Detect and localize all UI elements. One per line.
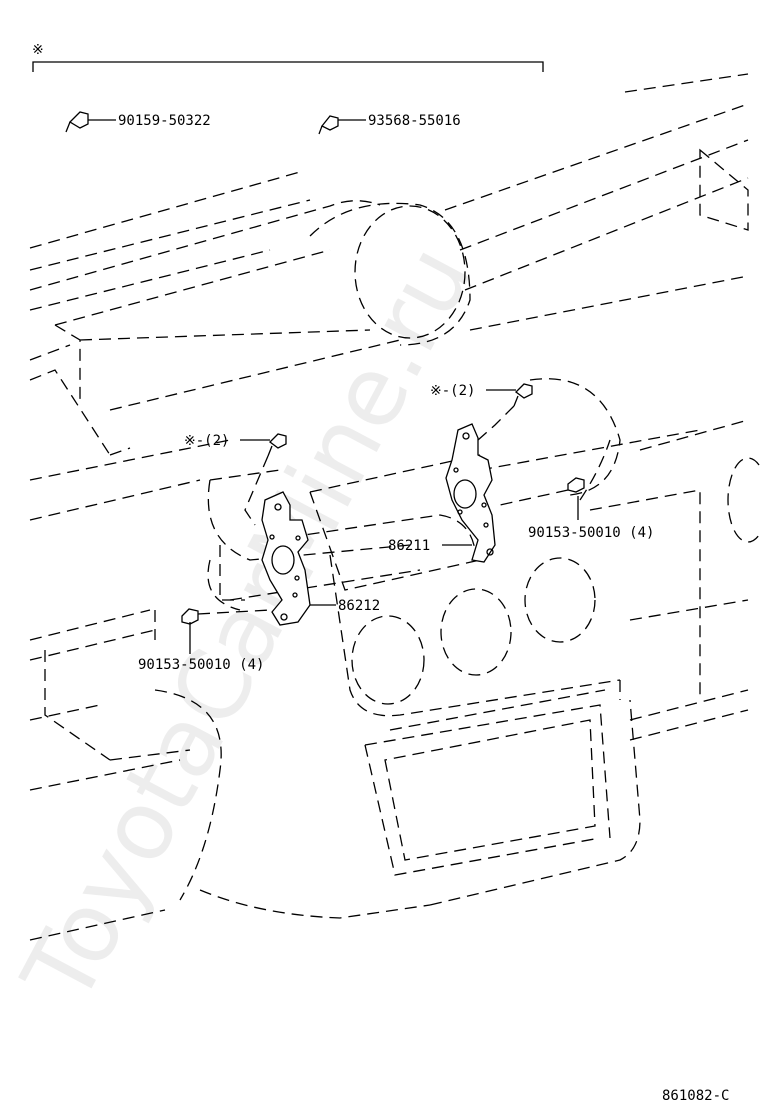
- screw-icon-left: [267, 433, 287, 457]
- screw-icon: [65, 111, 89, 133]
- legend-part-2: 93568-55016: [368, 113, 461, 129]
- legend-marker: ※: [32, 42, 44, 58]
- clip-icon: [318, 115, 339, 135]
- bolt-icon-right: [499, 477, 585, 506]
- dashboard-outline: [29, 73, 760, 941]
- bolt-icon-left: [181, 608, 271, 625]
- callout-bolt-left: 90153-50010 (4): [138, 657, 264, 673]
- callout-bolt-right: 90153-50010 (4): [528, 525, 654, 541]
- diagram-code: 861082-C: [662, 1088, 729, 1104]
- bracket-86211: [445, 423, 496, 563]
- legend-bracket: [32, 61, 544, 72]
- leader-screw-left: [244, 455, 269, 526]
- legend: ※ 90159-50322 93568-55016: [32, 42, 544, 135]
- legend-part-1: 90159-50322: [118, 113, 211, 129]
- watermark: ToyotaCarMine.ru: [1, 228, 494, 1022]
- leader-screw-right: [477, 405, 515, 441]
- callout-86211: 86211: [388, 538, 430, 554]
- callout-marker-left: ※-(2): [184, 433, 229, 449]
- screw-icon-right: [513, 383, 533, 407]
- callout-marker-right: ※-(2): [430, 383, 475, 399]
- bracket-86212: [261, 491, 311, 626]
- callout-86212: 86212: [338, 598, 380, 614]
